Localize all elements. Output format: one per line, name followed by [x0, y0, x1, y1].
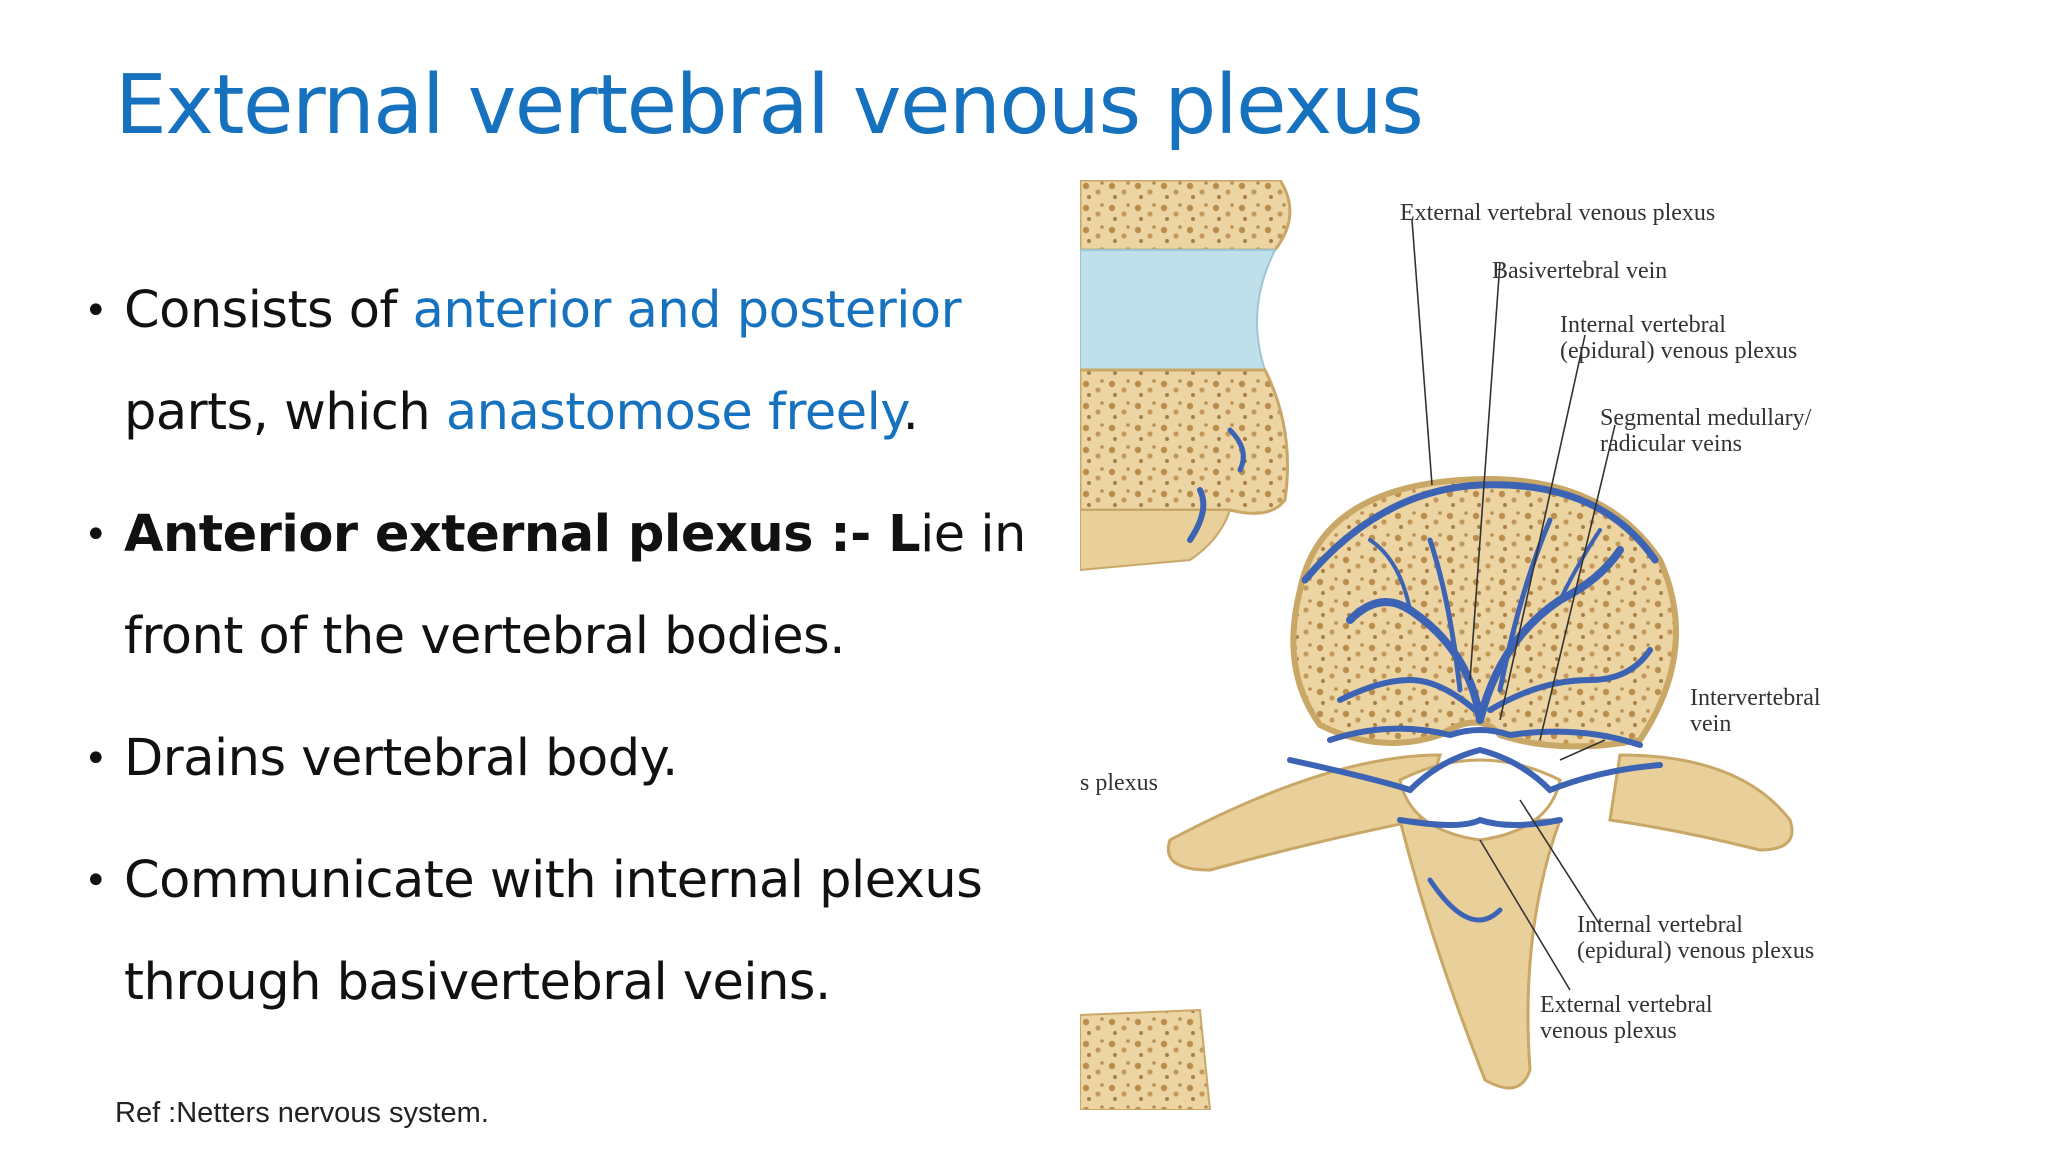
bullet-text: ie in front of the vertebral bodies.	[124, 505, 1026, 666]
bullet-highlight: anastomose freely	[445, 383, 903, 442]
label-segmental-veins-1: Segmental medullary/	[1600, 405, 1812, 431]
bullet-item: Anterior external plexus :- Lie in front…	[84, 484, 1044, 688]
vertebra-illustration: External vertebral venous plexus Basiver…	[1080, 180, 1940, 1110]
label-leaders	[1411, 219, 1616, 991]
label-plexus-cut: s plexus	[1080, 770, 1158, 796]
label-internal-vertebral-bottom-2: (epidural) venous plexus	[1577, 938, 1815, 964]
label-external-vertebral-bottom-1: External vertebral	[1540, 992, 1713, 1018]
right-transverse-process	[1608, 753, 1794, 852]
bullet-item: Communicate with internal plexus through…	[84, 830, 1044, 1034]
label-basivertebral-vein: Basivertebral vein	[1492, 258, 1668, 284]
pedicle-section	[1080, 509, 1232, 572]
venous-network	[1187, 427, 1663, 923]
label-intervertebral-vein-2: vein	[1690, 711, 1732, 737]
bullet-text: parts, which	[124, 383, 446, 442]
spinous-process	[1398, 818, 1563, 1090]
label-internal-vertebral-bottom-1: Internal vertebral	[1577, 912, 1743, 938]
bullet-highlight: anterior and posterior	[412, 281, 962, 340]
vertebra-drawing	[1080, 180, 1794, 1110]
bullet-item: Drains vertebral body.	[84, 708, 1044, 810]
label-external-vertebral-venous-plexus: External vertebral venous plexus	[1400, 200, 1716, 226]
left-transverse-process	[1167, 753, 1443, 872]
bullet-text: Consists of	[124, 281, 413, 340]
bullet-list: Consists of anterior and posterior parts…	[84, 260, 1044, 1054]
reference-note: Ref :Netters nervous system.	[115, 1097, 489, 1129]
lower-vertebra-section	[1080, 1008, 1212, 1110]
label-external-vertebral-bottom-2: venous plexus	[1540, 1018, 1677, 1044]
bullet-text: .	[902, 383, 919, 442]
bullet-bold-text: Anterior external plexus :- L	[124, 505, 921, 564]
label-internal-vertebral-1: Internal vertebral	[1560, 312, 1726, 338]
bullet-item: Consists of anterior and posterior parts…	[84, 260, 1044, 464]
slide-title: External vertebral venous plexus	[115, 58, 1424, 153]
upper-vertebra-section	[1080, 180, 1292, 252]
bullet-text: Communicate with internal plexus through…	[124, 851, 983, 1012]
label-internal-vertebral-2: (epidural) venous plexus	[1560, 338, 1798, 364]
intervertebral-disc	[1080, 249, 1277, 371]
label-segmental-veins-2: radicular veins	[1600, 431, 1742, 457]
bullet-text: Drains vertebral body.	[124, 729, 678, 788]
label-intervertebral-vein-1: Intervertebral	[1690, 685, 1821, 711]
middle-vertebra-section	[1080, 368, 1289, 515]
